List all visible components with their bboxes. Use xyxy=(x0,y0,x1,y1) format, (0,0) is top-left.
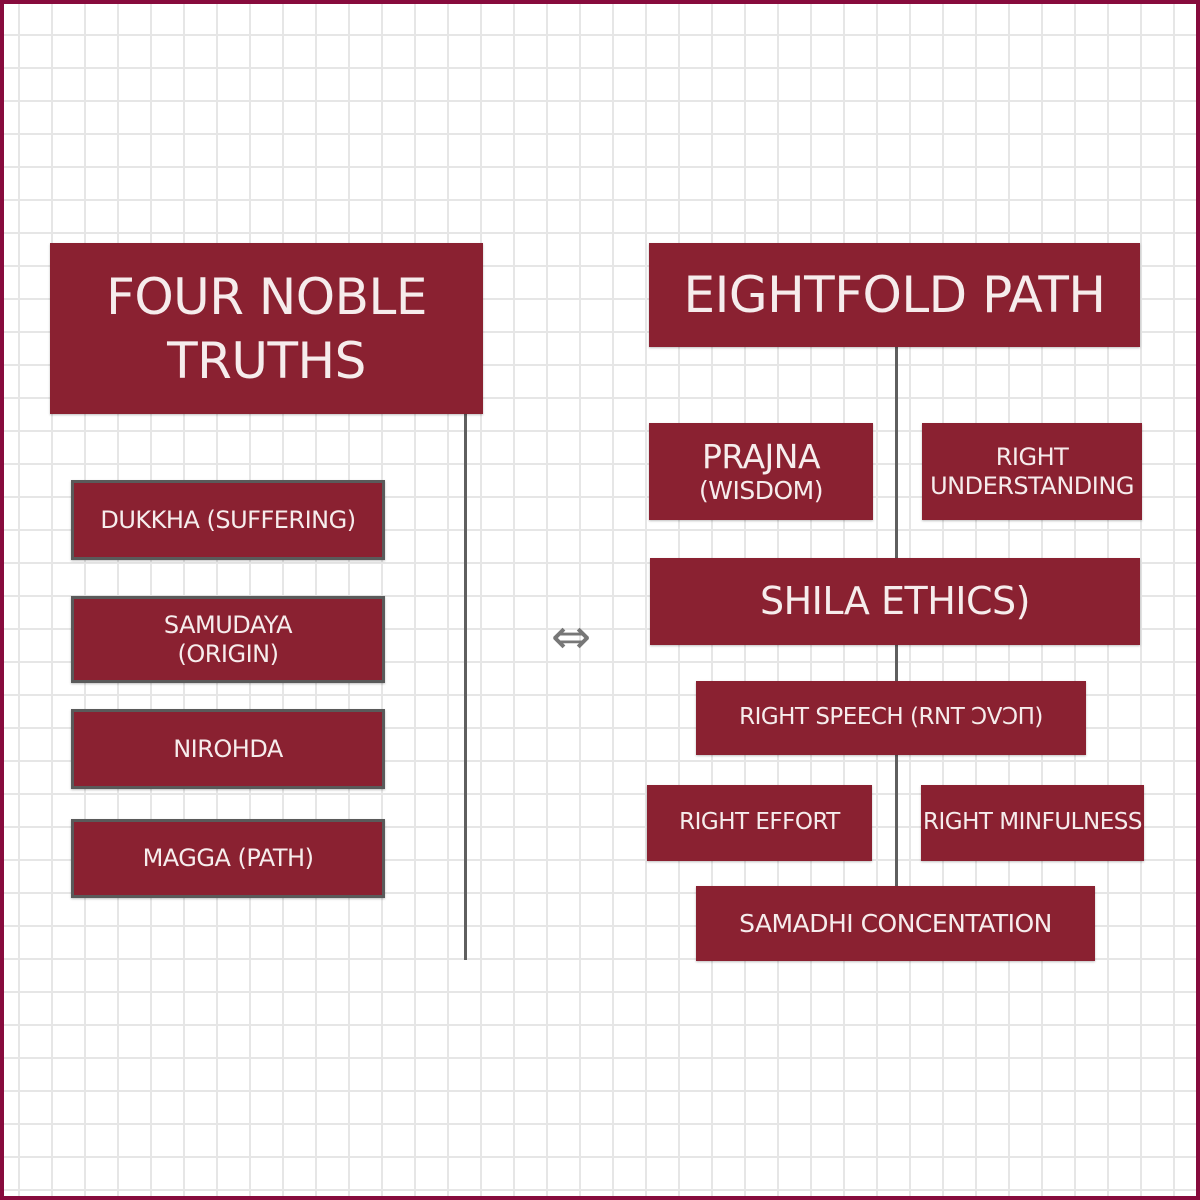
truth-label: MAGGA (PATH) xyxy=(142,844,314,873)
four-noble-truths-title: FOUR NOBLE TRUTHS xyxy=(50,243,483,414)
box-label: RIGHT MINFULNESS xyxy=(923,809,1142,836)
prajna-sublabel: (WISDOM) xyxy=(699,476,823,506)
truth-sublabel: (ORIGIN) xyxy=(177,639,280,668)
title-line-2: TRUTHS xyxy=(167,331,366,390)
box-label: SHILA ETHICS) xyxy=(759,578,1031,623)
right-effort-box: RIGHT EFFORT xyxy=(647,785,872,861)
title-line-1: FOUR NOBLE xyxy=(106,267,427,326)
truth-label: SAMUDAYA xyxy=(163,610,293,639)
box-label-line-2: UNDERSTANDING xyxy=(930,471,1134,500)
truth-label: DUKKHA (SUFFERING) xyxy=(100,505,356,534)
right-speech-box: RIGHT SPEECH (RNT ƆVƆΠ) xyxy=(696,681,1086,755)
box-label: RIGHT EFFORT xyxy=(679,809,840,836)
box-label: RIGHT SPEECH (RNT ƆVƆΠ) xyxy=(739,704,1043,731)
prajna-wisdom-box: PRAJNA (WISDOM) xyxy=(649,423,873,520)
right-understanding-box: RIGHT UNDERSTANDING xyxy=(922,423,1142,520)
eightfold-path-title: EIGHTFOLD PATH xyxy=(649,243,1140,347)
truth-magga: MAGGA (PATH) xyxy=(71,819,385,898)
truth-dukkha: DUKKHA (SUFFERING) xyxy=(71,480,385,560)
box-label-line-1: RIGHT xyxy=(995,442,1069,471)
truth-samudaya: SAMUDAYA (ORIGIN) xyxy=(71,596,385,683)
truth-nirohda: NIROHDA xyxy=(71,709,385,789)
double-arrow-icon: ⇔ xyxy=(550,609,592,665)
box-label: SAMADHI CONCENTATION xyxy=(739,908,1052,938)
truth-label: NIROHDA xyxy=(173,734,283,763)
shila-ethics-box: SHILA ETHICS) xyxy=(650,558,1140,645)
samadhi-concentration-box: SAMADHI CONCENTATION xyxy=(696,886,1095,961)
prajna-label: PRAJNA xyxy=(701,436,821,476)
title-text: EIGHTFOLD PATH xyxy=(683,266,1106,324)
left-connector-line xyxy=(464,412,467,960)
right-mindfulness-box: RIGHT MINFULNESS xyxy=(921,785,1144,861)
